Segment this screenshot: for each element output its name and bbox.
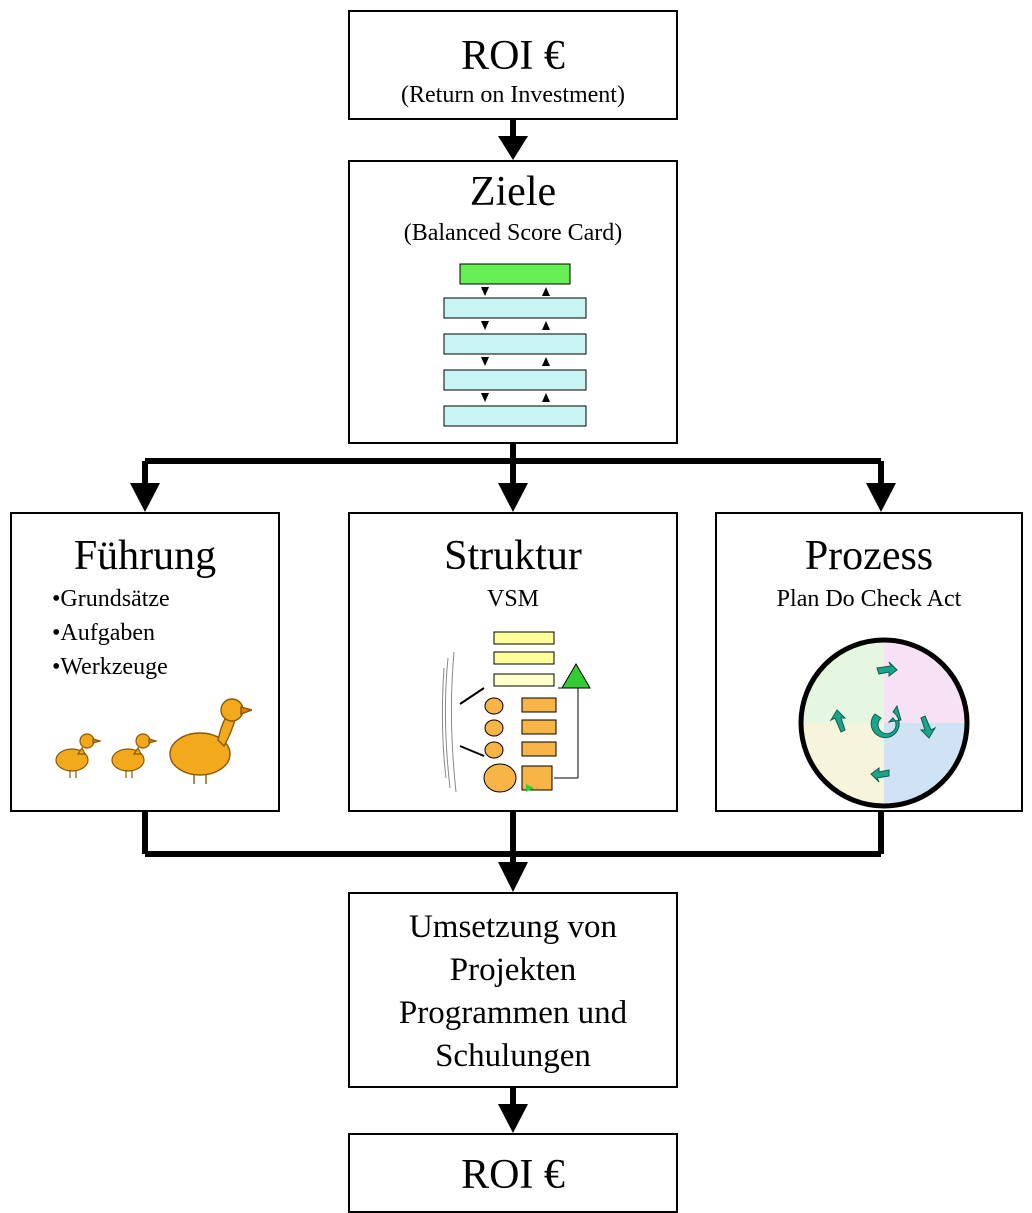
- prozess-box: Prozess Plan Do Check Act: [715, 512, 1023, 812]
- umsetzung-text: Umsetzung von Projekten Programmen und S…: [350, 906, 676, 1078]
- arrowhead: [498, 1104, 528, 1133]
- bullet-item: •Werkzeuge: [52, 654, 168, 680]
- roi-bottom-title: ROI €: [461, 1152, 565, 1198]
- bullet-item: •Grundsätze: [52, 586, 170, 612]
- duck-icon: [55, 733, 103, 778]
- umsetzung-box: Umsetzung von Projekten Programmen und S…: [348, 892, 678, 1088]
- roi-top-subtitle: (Return on Investment): [401, 82, 625, 108]
- struktur-subtitle: VSM: [486, 586, 540, 612]
- fuehrung-bullet-list: •Grundsätze •Aufgaben •Werkzeuge: [52, 582, 170, 684]
- duck-icon: [111, 733, 159, 778]
- arrowhead: [866, 483, 896, 512]
- scorecard-icon: [443, 263, 587, 427]
- pdca-cycle-icon: [798, 637, 970, 809]
- arrowhead: [498, 862, 528, 892]
- fuehrung-title: Führung: [73, 533, 217, 579]
- umsetzung-line: Schulungen: [435, 1038, 591, 1074]
- duck-icon: [169, 698, 252, 784]
- roi-top-title: ROI €: [461, 33, 565, 79]
- umsetzung-line: Programmen und: [398, 995, 628, 1031]
- arrowhead: [498, 136, 528, 160]
- arrowhead: [498, 483, 528, 512]
- prozess-subtitle: Plan Do Check Act: [776, 586, 962, 612]
- prozess-title: Prozess: [804, 533, 934, 579]
- umsetzung-line: Umsetzung von: [408, 909, 618, 945]
- struktur-title: Struktur: [444, 533, 582, 579]
- roi-top-box: ROI € (Return on Investment): [348, 10, 678, 120]
- roi-bottom-box: ROI €: [348, 1133, 678, 1213]
- ziele-box: Ziele (Balanced Score Card): [348, 160, 678, 444]
- umsetzung-line: Projekten: [449, 952, 577, 988]
- struktur-box: Struktur VSM: [348, 512, 678, 812]
- vsm-flow-icon: [441, 631, 591, 793]
- ducks-icon: [55, 698, 252, 784]
- ziele-subtitle: (Balanced Score Card): [403, 220, 623, 246]
- bullet-item: •Aufgaben: [52, 620, 156, 646]
- ziele-title: Ziele: [469, 169, 557, 215]
- fuehrung-box: Führung •Grundsätze •Aufgaben •Werkzeuge: [10, 512, 280, 812]
- arrowhead: [130, 483, 160, 512]
